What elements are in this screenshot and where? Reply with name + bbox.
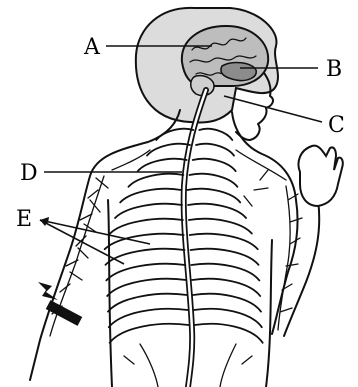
spinal-nerve-left bbox=[156, 129, 193, 140]
spinal-nerve-right bbox=[191, 264, 259, 281]
label-c: C bbox=[328, 113, 345, 138]
spinal-nerve-right bbox=[195, 324, 263, 343]
label-d: D bbox=[20, 161, 38, 186]
spinal-nerve-left bbox=[110, 324, 189, 343]
hand bbox=[299, 146, 343, 206]
spinal-nerve-right bbox=[190, 234, 258, 249]
spinal-nerve-right bbox=[189, 174, 237, 187]
spinal-nerve-right bbox=[188, 204, 246, 218]
leader-line-e2 bbox=[40, 220, 124, 264]
arrowhead-e2 bbox=[40, 220, 48, 226]
spinal-nerve-right bbox=[191, 249, 259, 265]
label-e: E bbox=[16, 207, 32, 232]
spinal-nerve-left bbox=[138, 159, 187, 171]
spinal-nerve-left bbox=[110, 219, 183, 234]
label-b: B bbox=[326, 57, 342, 82]
spinal-nerve-left bbox=[120, 189, 181, 203]
spinal-nerve-left bbox=[147, 144, 190, 156]
leader-line-e1 bbox=[40, 220, 150, 244]
spinal-nerve-right bbox=[193, 159, 236, 171]
spinal-nerves bbox=[105, 129, 263, 343]
spinal-nerve-right bbox=[187, 189, 240, 203]
spinal-nerve-left bbox=[128, 174, 183, 187]
spinal-nerve-left bbox=[106, 249, 185, 265]
label-a: A bbox=[83, 35, 101, 60]
injury-band bbox=[46, 300, 82, 326]
right-arm bbox=[272, 146, 343, 336]
spinal-nerve-left bbox=[115, 204, 182, 218]
spinal-nerve-right bbox=[189, 219, 252, 234]
spinal-nerve-right bbox=[196, 144, 234, 156]
spinal-cord bbox=[184, 90, 206, 387]
spinal-nerve-left bbox=[106, 264, 185, 281]
spinal-nerve-right bbox=[199, 129, 232, 140]
